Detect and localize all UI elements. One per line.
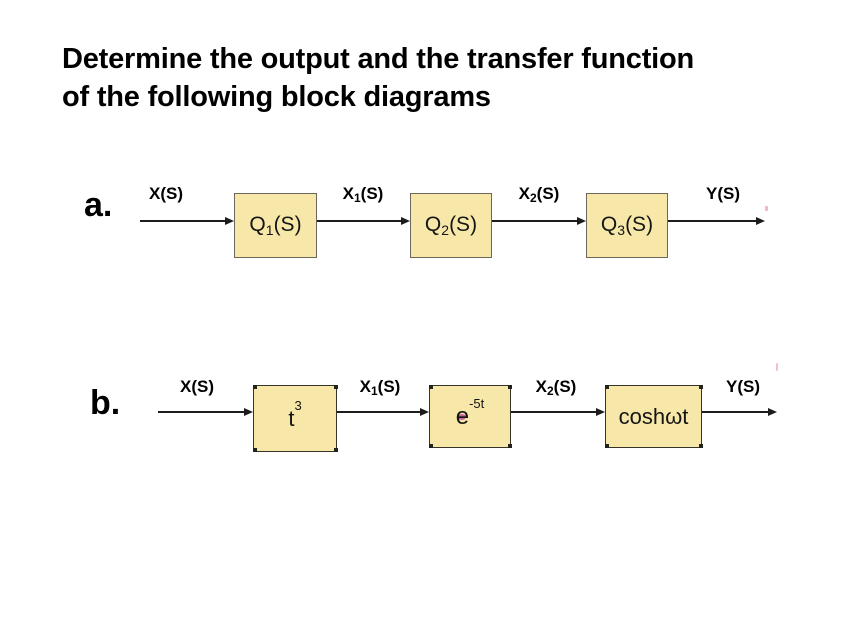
arrow-e-to-cosh <box>511 408 605 416</box>
signal-sub: 2 <box>529 191 537 205</box>
arrow-q2-to-q3 <box>492 217 586 225</box>
signal-pre: Y <box>725 377 738 396</box>
block-post: (S) <box>625 213 654 236</box>
arrow-t3-to-e <box>337 408 429 416</box>
signal-label-ys: Y(S) <box>685 184 761 205</box>
block-e-minus-5t-label: e-5t <box>455 396 485 431</box>
signal-pre: X <box>179 377 192 396</box>
block-post: (S) <box>273 213 302 236</box>
signal-post: (S) <box>553 377 577 396</box>
block-pre: Q <box>424 213 442 236</box>
arrow-q1-to-q2 <box>317 217 410 225</box>
signal-pre: X <box>342 184 354 203</box>
block-pre: Q <box>249 213 266 236</box>
arrow-output <box>668 217 765 225</box>
signal-sub: 2 <box>546 384 554 398</box>
block-q2-label: Q2(S) <box>425 213 477 238</box>
block-cosh-wt: coshωt <box>605 385 702 448</box>
signal-post: (S) <box>191 377 214 396</box>
signal-label-xs: X(S) <box>159 377 235 398</box>
pink-speck <box>776 363 778 371</box>
block-exponent: 3 <box>294 398 302 414</box>
signal-pre: X <box>148 184 161 203</box>
diagram-b-index-label: b. <box>90 384 121 422</box>
block-sub: 1 <box>265 222 274 238</box>
signal-label-xs: X(S) <box>128 184 204 205</box>
signal-pre: X <box>518 184 530 203</box>
block-cosh-wt-label: coshωt <box>619 403 689 429</box>
signal-label-x2s: X2(S) <box>518 377 594 398</box>
block-base: t <box>288 405 295 431</box>
arrow-input <box>158 408 253 416</box>
block-t-cubed-label: t3 <box>288 398 301 431</box>
e-letter-pink-counter <box>457 413 466 420</box>
arrow-output <box>702 408 777 416</box>
arrow-input <box>140 217 234 225</box>
signal-pre: X <box>535 377 547 396</box>
signal-label-x1s: X1(S) <box>325 184 401 205</box>
pink-speck <box>765 206 768 211</box>
signal-post: (S) <box>377 377 401 396</box>
signal-sub: 1 <box>370 384 378 398</box>
signal-post: (S) <box>717 184 740 203</box>
diagram-a-index-label: a. <box>84 186 113 224</box>
signal-label-ys: Y(S) <box>705 377 781 398</box>
title-line-1: Determine the output and the transfer fu… <box>62 43 695 75</box>
block-q1-label: Q1(S) <box>249 213 301 238</box>
signal-pre: Y <box>705 184 718 203</box>
block-q2: Q2(S) <box>410 193 492 258</box>
signal-post: (S) <box>737 377 760 396</box>
block-e-minus-5t: e-5t <box>429 385 511 448</box>
block-post: (S) <box>449 213 478 236</box>
block-sub: 3 <box>617 222 626 238</box>
block-t-cubed: t3 <box>253 385 337 452</box>
block-q1: Q1(S) <box>234 193 317 258</box>
block-sub: 2 <box>441 222 450 238</box>
block-base: coshωt <box>618 403 689 429</box>
title-line-2: of the following block diagrams <box>62 81 491 113</box>
signal-label-x1s: X1(S) <box>342 377 418 398</box>
page-title: Determine the output and the transfer fu… <box>62 40 694 116</box>
block-exponent: -5t <box>469 395 485 411</box>
block-pre: Q <box>600 213 618 236</box>
signal-sub: 1 <box>353 191 361 205</box>
signal-post: (S) <box>536 184 560 203</box>
signal-pre: X <box>359 377 371 396</box>
signal-post: (S) <box>160 184 183 203</box>
block-base: e <box>455 402 470 430</box>
signal-label-x2s: X2(S) <box>501 184 577 205</box>
block-q3-label: Q3(S) <box>601 213 653 238</box>
block-q3: Q3(S) <box>586 193 668 258</box>
signal-post: (S) <box>360 184 384 203</box>
